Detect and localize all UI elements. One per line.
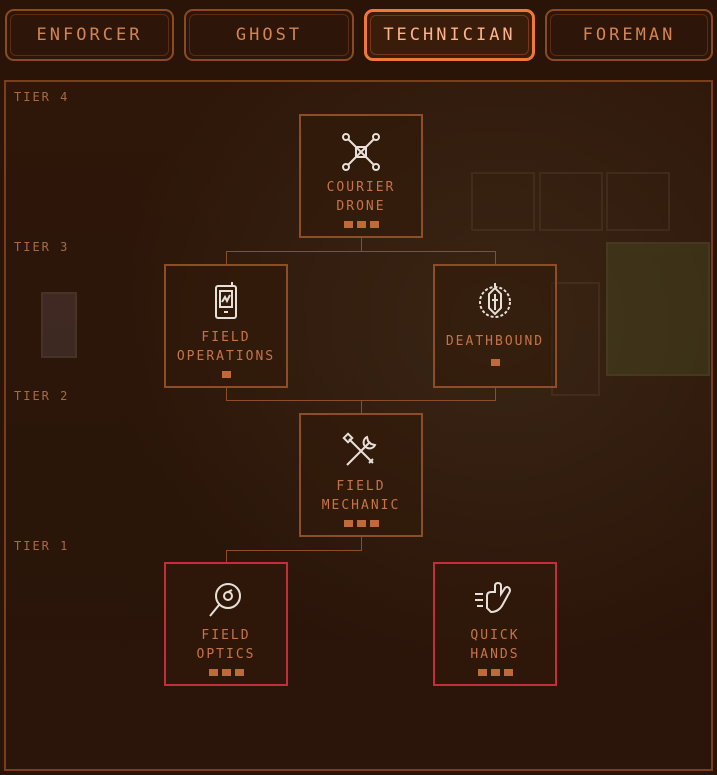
tab-frame [189,14,349,56]
connector-line [495,251,496,265]
rank-pip [490,359,500,366]
skill-name-line: QUICK [470,628,520,643]
rank-pip [208,669,218,676]
skill-name-line: HANDS [470,647,520,662]
tab-label: TECHNICIAN [383,25,516,45]
tier-label: TIER 2 [14,389,70,403]
tab-technician[interactable]: TECHNICIAN [364,9,535,61]
rank-pip [369,520,379,527]
rank-pips [221,371,231,378]
skill-name-line: DEATHBOUND [445,334,545,349]
background-screen [606,172,670,231]
skill-name-line: OPTICS [196,647,256,662]
tab-label: FOREMAN [582,25,676,45]
background-locker [551,282,600,396]
connector-line [226,251,227,265]
tab-frame [370,15,529,55]
connector-line [226,550,227,563]
background-screen [539,172,603,231]
magnifier-icon [209,583,241,617]
tools-icon [342,432,377,466]
background-monitor [606,242,710,376]
skill-name-line: FIELD [201,628,251,643]
tier-label: TIER 4 [14,90,70,104]
drone-icon [342,133,380,171]
rank-pip [490,669,500,676]
connector-line [361,237,362,251]
connector-line [226,550,362,551]
connector-line [226,251,496,252]
tab-label: ENFORCER [36,25,143,45]
tier-label: TIER 3 [14,240,70,254]
rank-pip [234,669,244,676]
skill-courier-drone[interactable]: COURIER DRONE [299,114,423,238]
connector-line [361,537,362,550]
emblem-icon [479,283,511,318]
skill-name: FIELD OPERATIONS [177,328,275,366]
skill-name: COURIER DRONE [327,178,396,216]
skill-name-line: MECHANIC [321,498,401,513]
rank-pips [343,520,379,527]
skill-quick-hands[interactable]: QUICK HANDS [433,562,557,686]
tab-label: GHOST [235,25,303,45]
tab-foreman[interactable]: FOREMAN [545,9,713,61]
skill-field-operations[interactable]: FIELD OPERATIONS [164,264,288,388]
skill-name: DEATHBOUND [446,332,544,351]
rank-pips [477,669,513,676]
skill-name-line: OPERATIONS [176,349,276,364]
connector-line [361,400,362,414]
skill-field-mechanic[interactable]: FIELD MECHANIC [299,413,423,537]
tablet-icon [215,282,237,319]
rank-pip [356,221,366,228]
rank-pip [356,520,366,527]
skill-name: QUICK HANDS [470,626,519,664]
skill-deathbound[interactable]: DEATHBOUND [433,264,557,388]
background-screen [471,172,535,231]
tab-frame [550,14,708,56]
rank-pips [208,669,244,676]
rank-pip [477,669,487,676]
skill-name: FIELD MECHANIC [322,477,401,515]
rank-pip [221,669,231,676]
skill-name: FIELD OPTICS [197,626,256,664]
tier-label: TIER 1 [14,539,70,553]
tab-enforcer[interactable]: ENFORCER [5,9,174,61]
rank-pips [343,221,379,228]
rank-pip [221,371,231,378]
skill-name-line: FIELD [201,330,251,345]
rank-pip [503,669,513,676]
connector-line [495,388,496,400]
skill-name-line: FIELD [336,479,386,494]
skill-tree-panel: TIER 4 TIER 3 TIER 2 TIER 1 COURIER DRON… [4,80,713,771]
rank-pip [369,221,379,228]
background-sign [41,292,77,358]
tab-frame [10,14,169,56]
skill-field-optics[interactable]: FIELD OPTICS [164,562,288,686]
connector-line [226,388,227,400]
skill-name-line: DRONE [336,199,386,214]
rank-pips [490,359,500,366]
hand-icon [475,581,511,614]
rank-pip [343,520,353,527]
skill-name-line: COURIER [326,180,396,195]
rank-pip [343,221,353,228]
tab-ghost[interactable]: GHOST [184,9,354,61]
